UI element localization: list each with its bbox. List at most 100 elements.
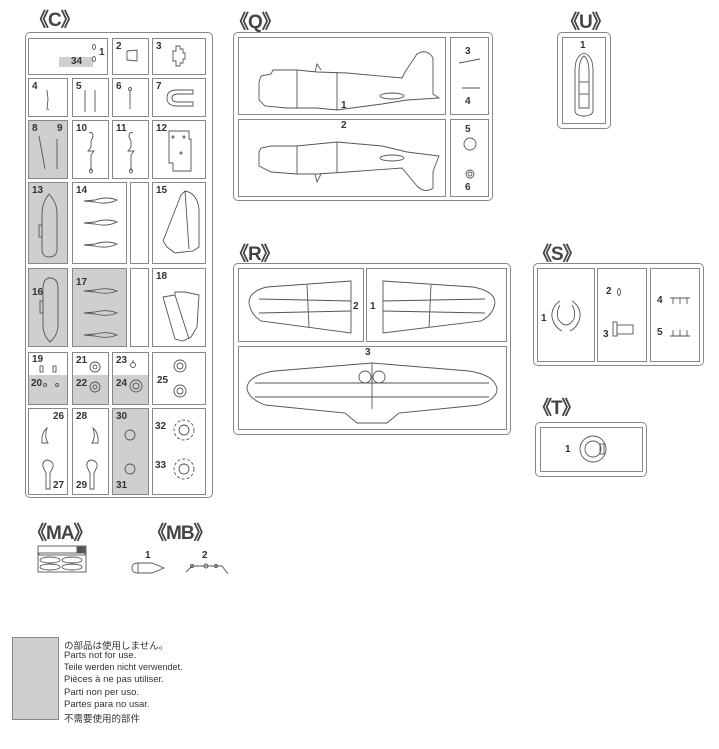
part-c-1-cell[interactable]: 34 1 [28, 38, 108, 75]
part-number: 31 [116, 480, 128, 491]
engine-cylinders-icon [173, 419, 195, 480]
part-c-21-22-cell[interactable]: 21 22 [72, 352, 109, 405]
part-number: 14 [76, 185, 88, 196]
part-c-4-cell[interactable]: 4 [28, 78, 68, 117]
part-q-1-cell[interactable]: 1 [238, 37, 446, 115]
part-q-3-4-cell[interactable]: 3 4 [450, 37, 489, 115]
wheel-icon [89, 361, 101, 373]
antenna-icon [458, 58, 481, 89]
part-number: 1 [541, 313, 547, 324]
part-c-14-cell[interactable]: 14 [72, 182, 127, 264]
legend-line-zh: 不需要使用的部件 [64, 714, 141, 725]
cowling-ring-icon [551, 300, 581, 332]
part-number: 30 [116, 411, 128, 422]
unused-parts-swatch [12, 637, 59, 720]
part-number: 28 [76, 411, 88, 422]
fuselage-left-icon [258, 51, 441, 111]
legend-line-it: Parti non per uso. [64, 687, 139, 698]
wheel-icon [173, 359, 187, 398]
part-s-2-3-cell[interactable]: 2 3 [597, 268, 647, 362]
part-number: 1 [370, 301, 376, 312]
legend-line-de: Teile werden nicht verwendet. [64, 662, 183, 672]
part-t-1-cell[interactable]: 1 [540, 427, 643, 472]
part-icon [124, 429, 136, 475]
part-number: 2 [116, 41, 122, 52]
part-number: 3 [603, 329, 609, 340]
propeller-blades-icon [83, 197, 119, 248]
part-s-4-5-cell[interactable]: 4 5 [650, 268, 700, 362]
sprue-mb-label: 《MB》 [148, 523, 213, 544]
part-u-1-cell[interactable]: 1 [562, 37, 606, 124]
part-number: 20 [31, 378, 43, 389]
flap-icon [162, 291, 200, 342]
part-icon [670, 297, 690, 304]
gear-door-icon [86, 426, 99, 490]
part-number: 3 [465, 46, 471, 57]
photo-etch-sheet-icon [37, 545, 87, 573]
part-number: 19 [32, 354, 44, 365]
part-c-11-cell[interactable]: 11 [112, 120, 149, 179]
wing-upper-right-icon [382, 280, 496, 334]
part-number: 9 [57, 123, 63, 134]
part-c-12-cell[interactable]: 12 [152, 120, 206, 179]
part-r-2-cell[interactable]: 2 [238, 268, 364, 342]
drop-tank-icon [38, 193, 58, 258]
flap-icon [162, 190, 200, 254]
part-r-1-cell[interactable]: 1 [366, 268, 507, 342]
part-number: 3 [365, 347, 371, 358]
part-c-23-24-cell[interactable]: 23 24 [112, 352, 149, 405]
part-icon [612, 321, 634, 337]
part-number: 15 [156, 185, 168, 196]
part-number: 1 [99, 47, 105, 58]
part-number: 8 [32, 123, 38, 134]
canopy-icon [574, 52, 594, 117]
part-icon [130, 360, 136, 368]
part-icon [126, 49, 138, 62]
part-q-5-6-cell[interactable]: 5 6 [450, 119, 489, 197]
part-number: 25 [157, 375, 169, 386]
part-s-1-cell[interactable]: 1 [537, 268, 595, 362]
part-c-10-cell[interactable]: 10 [72, 120, 109, 179]
part-number: 29 [76, 480, 88, 491]
unused-shade [29, 375, 67, 404]
part-c-25-cell[interactable]: 25 [152, 352, 206, 405]
part-number: 21 [76, 355, 88, 366]
part-c-6-cell[interactable]: 6 [112, 78, 149, 117]
part-number: 1 [341, 100, 347, 111]
part-c-28-29-cell[interactable]: 28 29 [72, 408, 109, 495]
part-number: 13 [32, 185, 44, 196]
part-q-2-cell[interactable]: 2 [238, 119, 446, 197]
blank-cell [130, 268, 149, 347]
sprue-ma-label: 《MA》 [28, 523, 93, 544]
part-number: 24 [116, 378, 128, 389]
sprue-c-label: 《C》 [30, 10, 80, 31]
part-number: 22 [76, 378, 88, 389]
part-c-13-cell[interactable]: 13 [28, 182, 68, 264]
part-number: 6 [116, 81, 122, 92]
part-c-30-31-cell[interactable]: 30 31 [112, 408, 149, 495]
part-c-26-27-cell[interactable]: 26 27 [28, 408, 68, 495]
part-c-19-20-cell[interactable]: 19 20 [28, 352, 68, 405]
part-number: 10 [76, 123, 88, 134]
part-r-3-cell[interactable]: 3 [238, 346, 507, 430]
part-c-18-cell[interactable]: 18 [152, 268, 206, 347]
wheel-icon [89, 381, 101, 393]
part-c-7-cell[interactable]: 7 [152, 78, 206, 117]
part-number: 12 [156, 123, 168, 134]
part-c-3-cell[interactable]: 3 [152, 38, 206, 75]
part-icon [43, 383, 59, 387]
propeller-blades-icon [83, 288, 119, 338]
part-c-5-cell[interactable]: 5 [72, 78, 109, 117]
sprue-u-label: 《U》 [561, 12, 611, 33]
part-c-32-33-cell[interactable]: 32 33 [152, 408, 206, 495]
panel-icon [168, 130, 192, 172]
part-c-17-cell[interactable]: 17 [72, 268, 127, 347]
part-c-15-cell[interactable]: 15 [152, 182, 206, 264]
part-number: 5 [657, 327, 663, 338]
part-c-16-cell[interactable]: 16 [28, 268, 68, 347]
part-number: 6 [465, 182, 471, 193]
unused-shade [113, 375, 148, 404]
part-icon [84, 90, 96, 112]
part-c-2-cell[interactable]: 2 [112, 38, 149, 75]
